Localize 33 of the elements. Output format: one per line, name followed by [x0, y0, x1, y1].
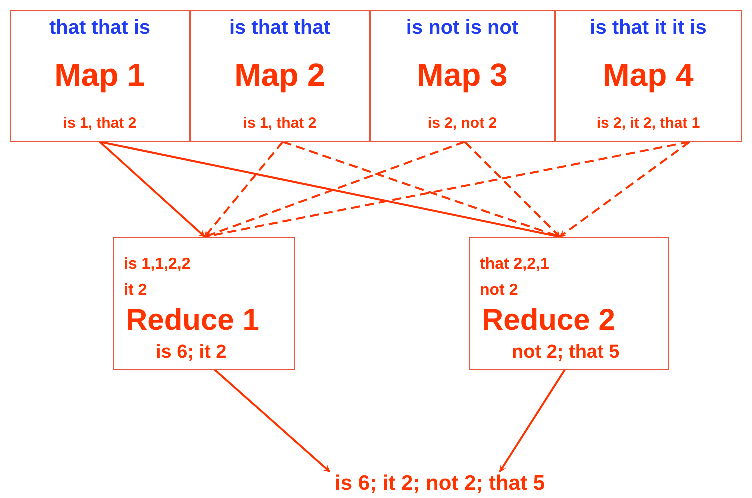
word-list: is that that	[191, 17, 369, 40]
count-text: that 2,2,1	[480, 256, 550, 274]
count-text: is 2, not 2	[426, 115, 498, 132]
word-list: is not is not	[371, 17, 554, 40]
count-text: is 2, it 2, that 1	[596, 115, 702, 132]
map-box	[10, 10, 190, 142]
reduce-title: Reduce 1	[126, 304, 260, 338]
map-box	[370, 10, 555, 142]
map-title: Map 3	[416, 57, 509, 94]
arrow	[204, 141, 284, 238]
reduce-title: Reduce 2	[482, 304, 616, 338]
reduce-box	[113, 237, 295, 370]
map-title: Map 1	[54, 57, 146, 94]
arrow	[214, 369, 331, 473]
arrow	[464, 141, 561, 238]
arrow	[559, 141, 691, 238]
map-title: Map 4	[602, 57, 695, 94]
reduce-box	[469, 237, 669, 370]
final-result-text: is 6; it 2; not 2; that 5	[334, 472, 546, 496]
count-text: is 1, that 2	[242, 115, 318, 132]
result-text: not 2; that 5	[512, 342, 620, 364]
count-text: it 2	[124, 282, 148, 300]
count-text: not 2	[480, 282, 518, 300]
map-box	[190, 10, 370, 142]
count-text: is 1,1,2,2	[124, 256, 191, 274]
count-text: is 1, that 2	[62, 115, 138, 132]
result-text: is 6; it 2	[156, 342, 227, 364]
map-title: Map 2	[234, 57, 326, 94]
arrow	[99, 141, 206, 238]
arrow	[499, 369, 566, 473]
word-list: that that is	[11, 17, 189, 40]
word-list: is that it it is	[556, 17, 741, 40]
map-box	[555, 10, 742, 142]
